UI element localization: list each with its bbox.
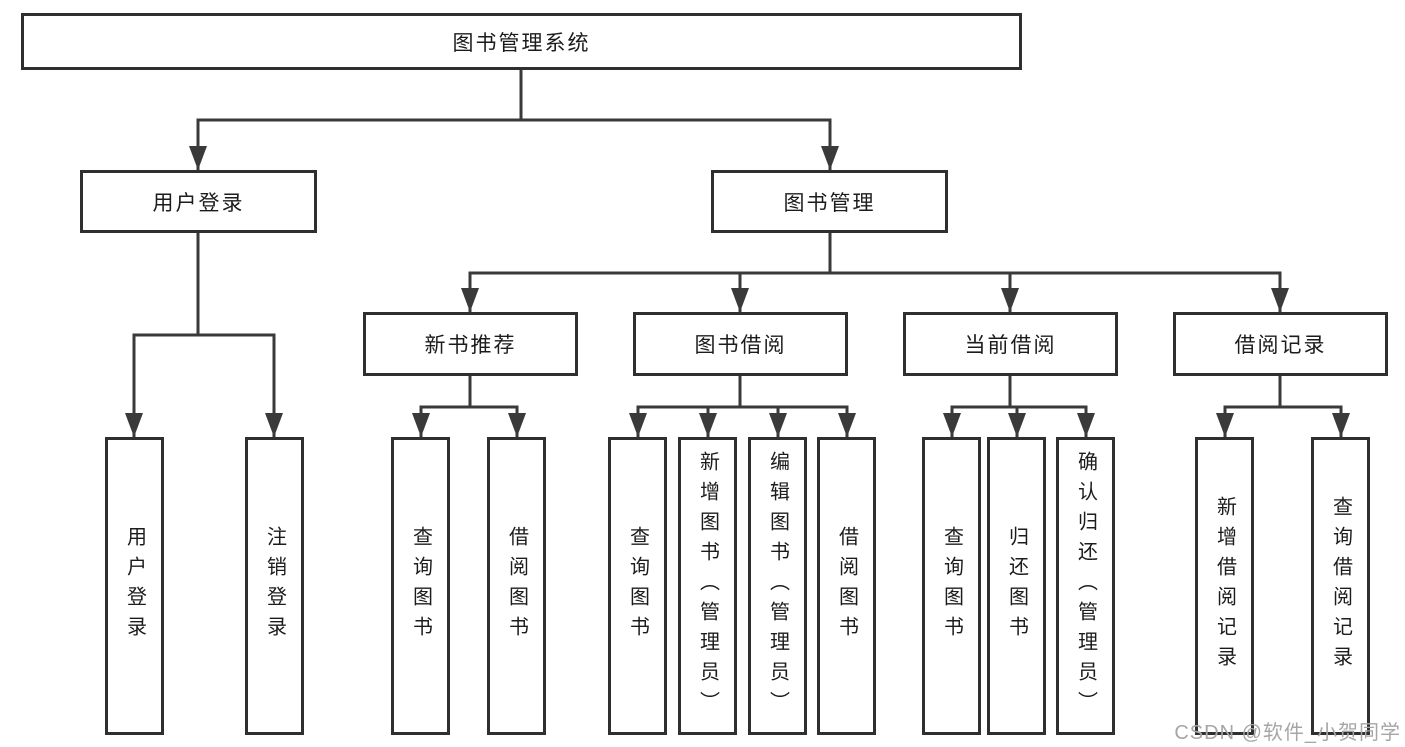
node-new-book-recommend: 新书推荐 [363, 312, 578, 376]
leaf-label: 用户登录 [123, 526, 146, 646]
leaf-add-borrow-record: 新增借阅记录 [1195, 437, 1254, 735]
node-label: 图书借阅 [694, 334, 787, 357]
csdn-watermark: CSDN @软件_小贺同学 [1174, 722, 1401, 744]
node-borrowing-records: 借阅记录 [1173, 312, 1388, 376]
node-book-borrowing: 图书借阅 [633, 312, 848, 376]
leaf-label: 确认归还（管理员） [1074, 451, 1097, 721]
leaf-label: 编辑图书（管理员） [766, 451, 789, 721]
leaf-query-books-current: 查询图书 [922, 437, 981, 735]
node-label: 借阅记录 [1234, 334, 1327, 357]
leaf-label: 查询图书 [940, 526, 963, 646]
leaf-logout: 注销登录 [245, 437, 304, 735]
leaf-borrow-books-borrowing: 借阅图书 [817, 437, 876, 735]
leaf-confirm-return-admin: 确认归还（管理员） [1056, 437, 1115, 735]
leaf-user-login: 用户登录 [105, 437, 164, 735]
leaf-label: 借阅图书 [835, 526, 858, 646]
leaf-label: 新增图书（管理员） [696, 451, 719, 721]
node-current-borrowing: 当前借阅 [903, 312, 1118, 376]
node-label: 当前借阅 [964, 334, 1057, 357]
node-user-login: 用户登录 [80, 170, 317, 233]
node-label: 图书管理系统 [452, 31, 591, 55]
leaf-borrow-books-recommend: 借阅图书 [487, 437, 546, 735]
node-library-system: 图书管理系统 [21, 13, 1022, 70]
node-book-management: 图书管理 [711, 170, 948, 233]
leaf-label: 借阅图书 [505, 526, 528, 646]
leaf-label: 查询图书 [409, 526, 432, 646]
leaf-label: 查询图书 [626, 526, 649, 646]
leaf-query-books-borrowing: 查询图书 [608, 437, 667, 735]
leaf-query-borrow-record: 查询借阅记录 [1311, 437, 1370, 735]
leaf-edit-books-admin: 编辑图书（管理员） [748, 437, 807, 735]
leaf-label: 归还图书 [1005, 526, 1028, 646]
leaf-label: 注销登录 [263, 526, 286, 646]
leaf-query-books-recommend: 查询图书 [391, 437, 450, 735]
leaf-label: 新增借阅记录 [1213, 496, 1236, 676]
node-label: 图书管理 [783, 191, 876, 215]
leaf-return-books: 归还图书 [987, 437, 1046, 735]
leaf-label: 查询借阅记录 [1329, 496, 1352, 676]
leaf-add-books-admin: 新增图书（管理员） [678, 437, 737, 735]
node-label: 新书推荐 [424, 334, 517, 357]
node-label: 用户登录 [152, 191, 245, 215]
